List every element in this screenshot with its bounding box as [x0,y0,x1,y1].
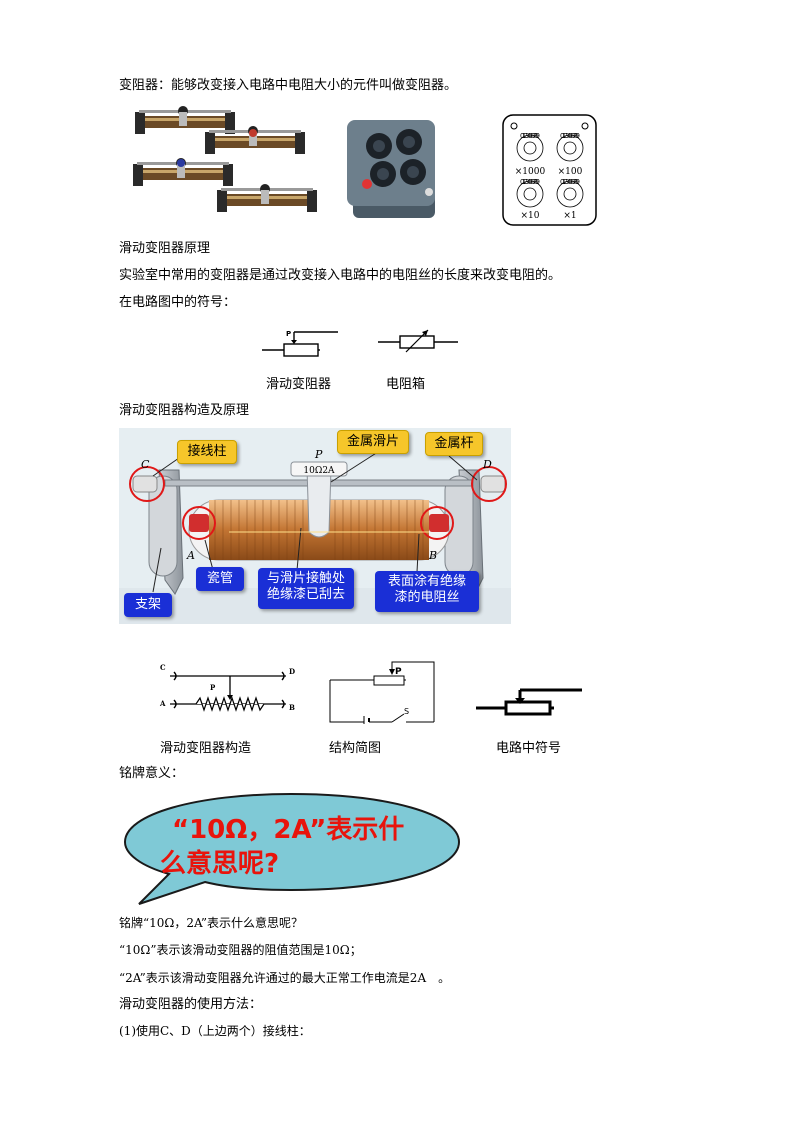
callout-insulation-line1: 与滑片接触处 [266,571,345,586]
symbol-p-label: P [286,330,291,338]
simplified-circuit: P S [329,661,435,724]
diagram-d-label: D [482,458,492,471]
bubble-line2: 么意思呢? [160,849,280,879]
callout-insulation: 与滑片接触处 绝缘漆已刮去 [258,568,354,609]
callout-rod: 金属杆 [425,432,483,456]
usage-item-1: (1)使用C、D（上边两个）接线柱： [119,1024,311,1038]
diagram-p-label: P [314,448,323,461]
rating-label: 10Ω2A [303,466,335,476]
nameplate-title: 铭牌意义： [119,766,185,781]
switch-s-label: S [404,707,409,716]
intro-text: 变阻器：能够改变接入电路中电阻大小的元件叫做变阻器。 [119,78,458,93]
label-x1: ×1 [563,211,576,221]
label-x10: ×10 [521,211,540,221]
resistance-box-symbol [378,329,458,353]
bubble-line1: “10Ω，2A”表示什 [172,815,405,845]
principle-text: 实验室中常用的变阻器是通过改变接入电路中的电阻丝的长度来改变电阻的。 [119,268,562,283]
callout-insulation-line2: 绝缘漆已刮去 [266,587,345,602]
callout-wire-line2: 漆的电阻丝 [394,590,460,605]
bubble-question: “10Ω，2A”表示什 么意思呢? [160,813,460,881]
caption-construction: 滑动变阻器构造 [160,741,252,756]
section-structure-title: 滑动变阻器构造及原理 [119,403,250,418]
label-x1000: ×1000 [515,167,546,177]
caption-rheostat: 滑动变阻器 [266,377,332,392]
resistance-box-photo [347,120,435,218]
circuit-symbol-bold [476,688,582,716]
rheostat-symbol: P [262,330,338,357]
callout-terminal: 接线柱 [177,440,237,464]
speech-bubble [123,792,461,905]
section-principle-title: 滑动变阻器原理 [119,241,211,256]
answer-line-1: “10Ω”表示该滑动变阻器的阻值范围是10Ω； [119,943,362,957]
dial-digits-3: 0123456789 [520,178,540,186]
symbol-intro: 在电路图中的符号： [119,295,237,310]
callout-slider: 金属滑片 [337,430,409,454]
rheostat-photo [133,106,317,212]
schem-d-label: D [289,667,295,676]
dial-digits-1: 0123456789 [520,132,540,140]
callout-wire-line1: 表面涂有绝缘 [387,574,466,589]
question-line: 铭牌“10Ω，2A”表示什么意思呢？ [119,916,304,930]
dial-box-drawing: 0123456789 0123456789 0123456789 0123456… [502,114,597,226]
caption-simplified: 结构简图 [329,741,382,756]
dial-digits-2: 0123456789 [560,132,580,140]
schem-c-label: C [160,663,166,672]
schem-a-label: A [159,699,166,708]
construction-schematic: C D A B P [159,663,295,712]
caption-symbol: 电路中符号 [496,741,562,756]
simplified-p-label: P [395,667,402,677]
caption-resistance-box: 电阻箱 [386,377,426,392]
diagram-b-label: B [428,549,437,562]
callout-stand: 支架 [124,593,172,617]
label-x100: ×100 [558,167,583,177]
callout-wire: 表面涂有绝缘 漆的电阻丝 [375,571,479,612]
diagram-a-label: A [186,549,195,562]
answer-line-2: “2A”表示该滑动变阻器允许通过的最大正常工作电流是2A 。 [119,971,451,985]
schem-b-label: B [289,703,295,712]
usage-title: 滑动变阻器的使用方法： [119,997,263,1012]
dial-digits-4: 0123456789 [560,178,580,186]
callout-tube: 瓷管 [196,567,244,591]
schem-p-label: P [210,683,216,692]
diagram-c-label: C [141,458,150,471]
